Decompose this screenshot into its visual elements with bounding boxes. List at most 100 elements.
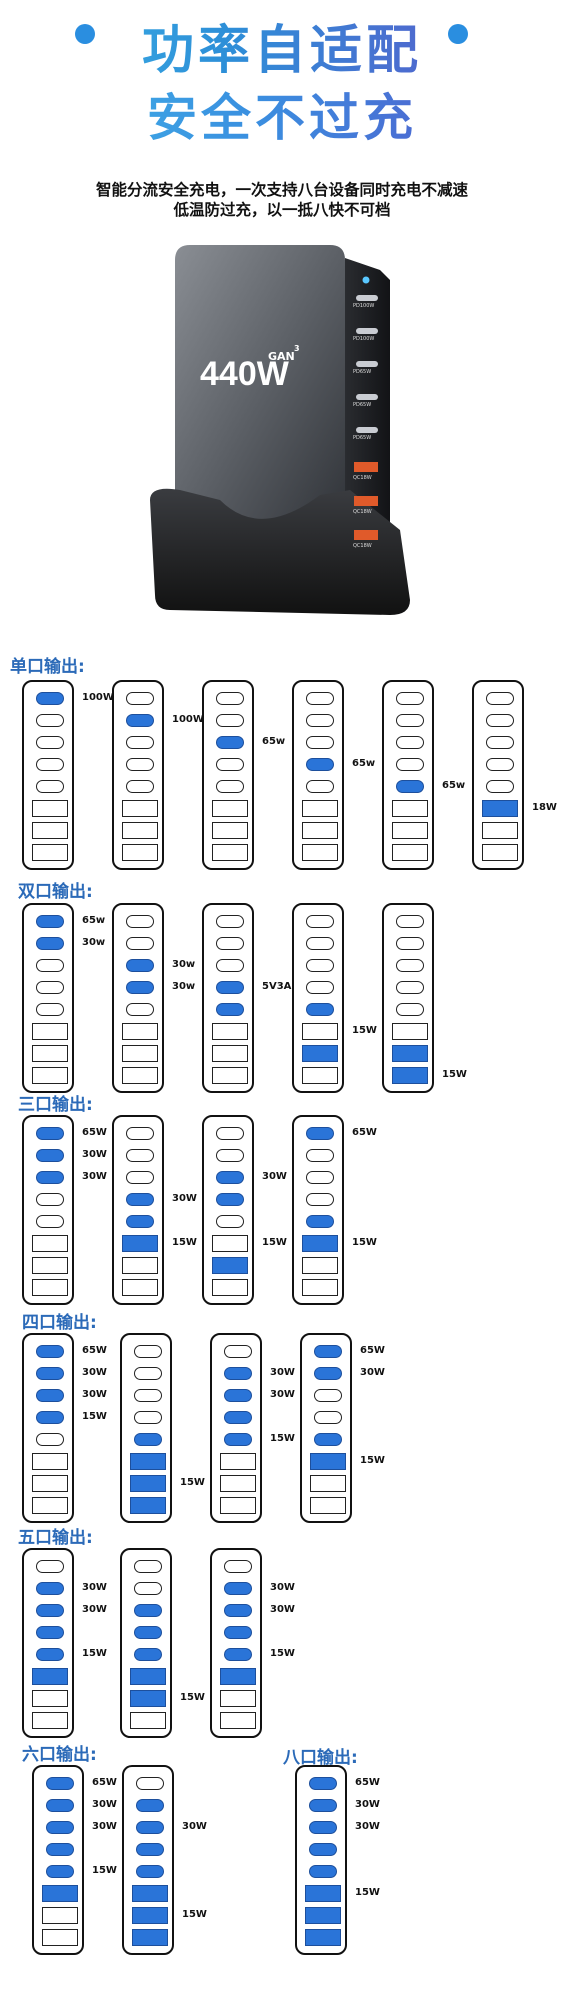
usb-c-port — [126, 1149, 154, 1162]
usb-c-port-active — [309, 1821, 337, 1834]
power-label: 65W — [82, 1127, 107, 1138]
usb-a-port — [32, 800, 68, 817]
port-diagram — [382, 680, 434, 870]
power-label: 15W — [355, 1887, 380, 1898]
section-title-eight: 八口输出: — [283, 1748, 358, 1768]
usb-a-port — [122, 1045, 158, 1062]
usb-a-port — [32, 1257, 68, 1274]
usb-a-port — [32, 1067, 68, 1084]
usb-c-port — [126, 1171, 154, 1184]
usb-a-port-active — [130, 1497, 166, 1514]
usb-a-port-active — [42, 1885, 78, 1902]
usb-c-port — [36, 1433, 64, 1446]
power-label: 65w — [82, 915, 106, 926]
usb-c-port-active — [46, 1821, 74, 1834]
power-label: 15W — [82, 1648, 107, 1659]
usb-c-port-active — [224, 1648, 252, 1661]
usb-c-port — [306, 1149, 334, 1162]
usb-c-port — [36, 959, 64, 972]
usb-c-port-active — [36, 1149, 64, 1162]
usb-a-port — [32, 1023, 68, 1040]
usb-c-port-active — [136, 1865, 164, 1878]
usb-a-port-active — [392, 1067, 428, 1084]
usb-c-port — [126, 780, 154, 793]
power-label: 18W — [532, 802, 557, 813]
usb-c-port — [306, 915, 334, 928]
usb-a-port — [212, 1235, 248, 1252]
usb-c-port — [216, 915, 244, 928]
usb-c-port-active — [224, 1604, 252, 1617]
usb-a-port — [122, 844, 158, 861]
usb-c-port — [36, 1003, 64, 1016]
power-label: 30W — [182, 1821, 207, 1832]
port-diagram — [202, 1115, 254, 1305]
usb-c-port — [134, 1560, 162, 1573]
usb-c-port — [314, 1411, 342, 1424]
port-label: QC18W — [353, 475, 372, 481]
power-label: 15W — [180, 1477, 205, 1488]
port-diagram — [210, 1333, 262, 1523]
usb-c-port — [134, 1389, 162, 1402]
usb-c-port — [216, 780, 244, 793]
usb-a-port-active — [32, 1668, 68, 1685]
usb-c-port — [306, 780, 334, 793]
port-diagram — [112, 680, 164, 870]
usb-c-port-active — [36, 915, 64, 928]
power-label: 30W — [360, 1367, 385, 1378]
usb-c-port — [126, 1127, 154, 1140]
usb-c-port-active — [306, 1215, 334, 1228]
power-label: 30w — [172, 981, 196, 992]
port-label: PD100W — [353, 303, 375, 309]
power-label: 30W — [270, 1389, 295, 1400]
usb-c-port-active — [306, 1003, 334, 1016]
headline-line1: 功率自适配 — [0, 8, 564, 83]
usb-c-port — [126, 915, 154, 928]
description-line1: 智能分流安全充电，一次支持八台设备同时充电不减速 — [95, 181, 468, 199]
power-label: 15W — [172, 1237, 197, 1248]
usb-a-port-active — [220, 1668, 256, 1685]
usb-a-port — [302, 1023, 338, 1040]
port-diagram — [22, 1548, 74, 1738]
usb-c-port — [396, 714, 424, 727]
power-label: 30W — [270, 1604, 295, 1615]
usb-a-port-active — [392, 1045, 428, 1062]
usb-c-port — [134, 1345, 162, 1358]
usb-a-port — [42, 1929, 78, 1946]
usb-c-port-active — [216, 1003, 244, 1016]
usb-c-port — [126, 736, 154, 749]
usb-c-port-active — [396, 780, 424, 793]
usb-c-port — [36, 714, 64, 727]
port-diagram — [292, 903, 344, 1093]
usb-c-port — [126, 937, 154, 950]
usb-a-port — [310, 1497, 346, 1514]
usb-c-port — [396, 692, 424, 705]
power-label: 30W — [82, 1171, 107, 1182]
usb-a-port — [212, 822, 248, 839]
usb-c-port-active — [36, 1411, 64, 1424]
usb-a-port — [220, 1497, 256, 1514]
power-label: 100W — [172, 714, 204, 725]
usb-a-port-active — [302, 1045, 338, 1062]
usb-a-port — [32, 1279, 68, 1296]
usb-c-port — [216, 959, 244, 972]
usb-c-port-active — [46, 1799, 74, 1812]
section-title-dual: 双口输出: — [18, 882, 93, 902]
usb-a-port — [32, 844, 68, 861]
usb-c-port-active — [134, 1433, 162, 1446]
usb-c-port — [396, 981, 424, 994]
port-diagram — [382, 903, 434, 1093]
usb-a-port — [32, 822, 68, 839]
power-label: 65W — [352, 1127, 377, 1138]
usb-a-port — [212, 1279, 248, 1296]
usb-c-port-active — [36, 1626, 64, 1639]
usb-c-port — [486, 780, 514, 793]
usb-a-port — [302, 1257, 338, 1274]
usb-c-port-active — [224, 1411, 252, 1424]
usb-a-port-active — [122, 1235, 158, 1252]
port-label: PD100W — [353, 336, 375, 342]
power-label: 65W — [92, 1777, 117, 1788]
usb-c-port — [224, 1560, 252, 1573]
power-label: 65w — [262, 736, 286, 747]
usb-a-port-active — [310, 1453, 346, 1470]
usb-a-port — [122, 1257, 158, 1274]
